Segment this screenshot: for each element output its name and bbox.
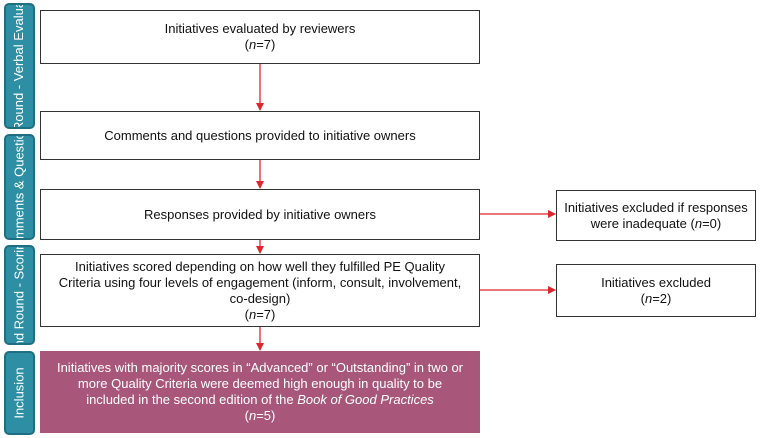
box-initiatives-excluded: Initiatives excluded (n=2) xyxy=(556,264,756,317)
box-initiatives-evaluated: Initiatives evaluated by reviewers (n=7) xyxy=(40,10,480,64)
stage-comments-questions: Comments & Questions xyxy=(4,134,35,240)
stage-scoring: 2nd Round - Scoring xyxy=(4,245,35,345)
box-excluded-inadequate: Initiatives excluded if responses were i… xyxy=(556,190,756,241)
box-initiatives-included: Initiatives with majority scores in “Adv… xyxy=(40,351,480,433)
stage-verbal-evaluation: 1st Round - Verbal Evaluation xyxy=(4,3,35,129)
box-initiatives-scored: Initiatives scored depending on how well… xyxy=(40,254,480,327)
box-responses-provided: Responses provided by initiative owners xyxy=(40,189,480,240)
box-comments-provided: Comments and questions provided to initi… xyxy=(40,111,480,160)
stage-inclusion: Inclusion xyxy=(4,351,35,435)
